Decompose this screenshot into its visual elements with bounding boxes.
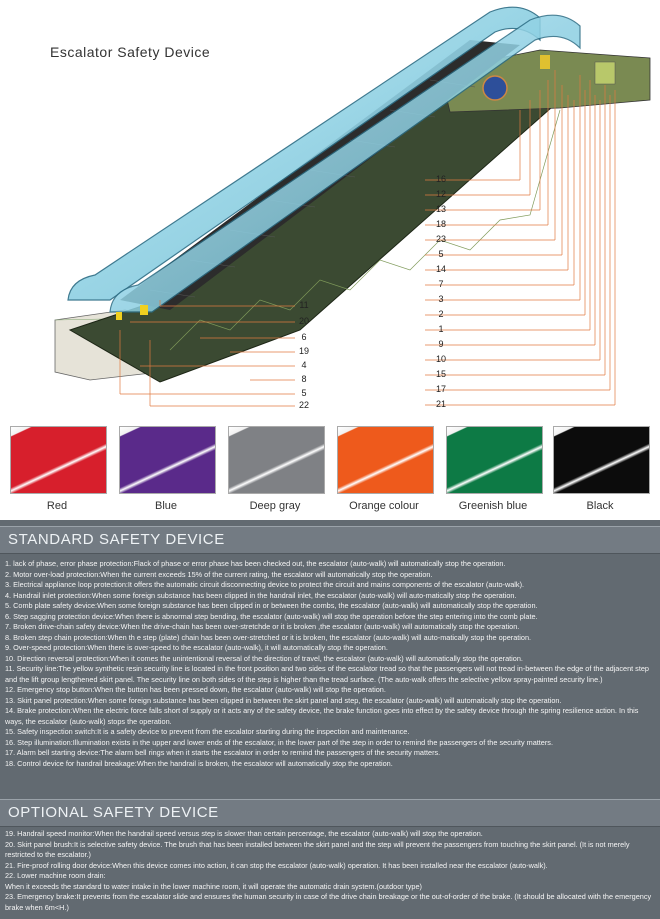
diagram-section: Escalator Safety Device [10,6,651,512]
page-title: Escalator Safety Device [50,44,211,60]
escalator-diagram [54,6,651,407]
callout-label: 6 [301,332,307,342]
optional-safety-header: OPTIONAL SAFETY DEVICE [0,799,660,827]
list-item: 9. Over-speed protection:When there is o… [5,643,388,652]
callout-label: 23 [435,234,446,244]
list-item: 8. Broken step chain protection:When th … [5,632,532,642]
list-item: 20. Skirt panel brush:It is selective sa… [5,839,630,860]
list-item: 14. Brake protection:When the electric f… [5,706,639,726]
safety-device-panel: STANDARD SAFETY DEVICE 1. lack of phase,… [0,520,660,919]
swatch-label: Greenish blue [458,500,528,512]
callout-label: 1 [438,324,444,334]
handrail-swatch-blue [119,426,216,494]
callout-label: 4 [301,360,307,370]
section-heading: OPTIONAL SAFETY DEVICE [8,804,219,821]
standard-device-list: 1. lack of phase, error phase protection… [5,559,653,769]
callout-label: 10 [435,354,446,364]
list-item: 7. Broken drive-chain safety device:When… [5,622,520,631]
standard-safety-header: STANDARD SAFETY DEVICE [0,526,660,554]
swatch-label: Deep gray [249,500,301,512]
callout-label: 20 [298,316,309,326]
list-item: 19. Handrail speed monitor:When the hand… [5,829,483,838]
list-item: 2. Motor over-load protection:When the c… [5,569,433,579]
callout-label: 11 [299,300,309,310]
list-item: 4. Handrail inlet protection:When some f… [5,590,517,600]
list-item: 6. Step sagging protection device:When t… [5,611,538,621]
callout-label: 13 [435,204,446,214]
swatch-label: Black [586,500,614,512]
handrail-swatch-red [10,426,107,494]
list-item: 3. Electrical appliance loop protection:… [5,580,525,589]
callout-label: 9 [438,339,444,349]
list-item: 1. lack of phase, error phase protection… [5,559,506,568]
list-item: When it exceeds the standard to water in… [5,881,422,891]
callout-label: 19 [298,346,309,356]
list-item: 21. Fire-proof rolling door device:When … [5,860,548,870]
callout-label: 8 [301,374,307,384]
handrail-swatch-greenish-blue [446,426,543,494]
list-item: 15. Safety inspection switch:It is a saf… [5,727,410,736]
callout-label: 7 [438,279,444,289]
list-item: 16. Step illumination:Illumination exist… [5,737,553,747]
list-item: 10. Direction reversal protection:When i… [5,653,523,663]
optional-device-list: 19. Handrail speed monitor:When the hand… [5,829,653,913]
list-item: 13. Skirt panel protection:When some for… [5,695,562,705]
list-item: 5. Comb plate safety device:When some fo… [5,601,538,610]
callout-label: 3 [438,294,444,304]
list-item: 18. Control device for handrail breakage… [5,758,393,768]
callout-label: 21 [435,399,446,409]
list-item: 12. Emergency stop button:When the butto… [5,685,386,694]
list-item: 11. Security line:The yellow synthetic r… [5,664,649,684]
swatch-label: Red [46,500,68,512]
callout-label: 12 [435,189,446,199]
callout-label: 16 [435,174,446,184]
section-heading: STANDARD SAFETY DEVICE [8,531,225,548]
callout-label: 14 [435,264,446,274]
handrail-swatch-deep-gray [228,426,325,494]
callout-label: 22 [298,400,309,410]
list-item: 17. Alarm bell starting device:The alarm… [5,748,441,757]
callout-label: 17 [435,384,446,394]
list-item: 23. Emergency brake:It prevents from the… [5,892,652,912]
callout-label: 5 [438,249,444,259]
handrail-swatch-orange [337,426,434,494]
swatch-label: Blue [154,500,178,512]
handrail-swatch-black [553,426,650,494]
callout-label: 2 [438,309,444,319]
callout-label: 5 [301,388,307,398]
callout-label: 18 [435,219,446,229]
callout-label: 15 [435,369,446,379]
swatch-label: Orange colour [349,500,419,512]
list-item: 22. Lower machine room drain: [5,871,106,880]
